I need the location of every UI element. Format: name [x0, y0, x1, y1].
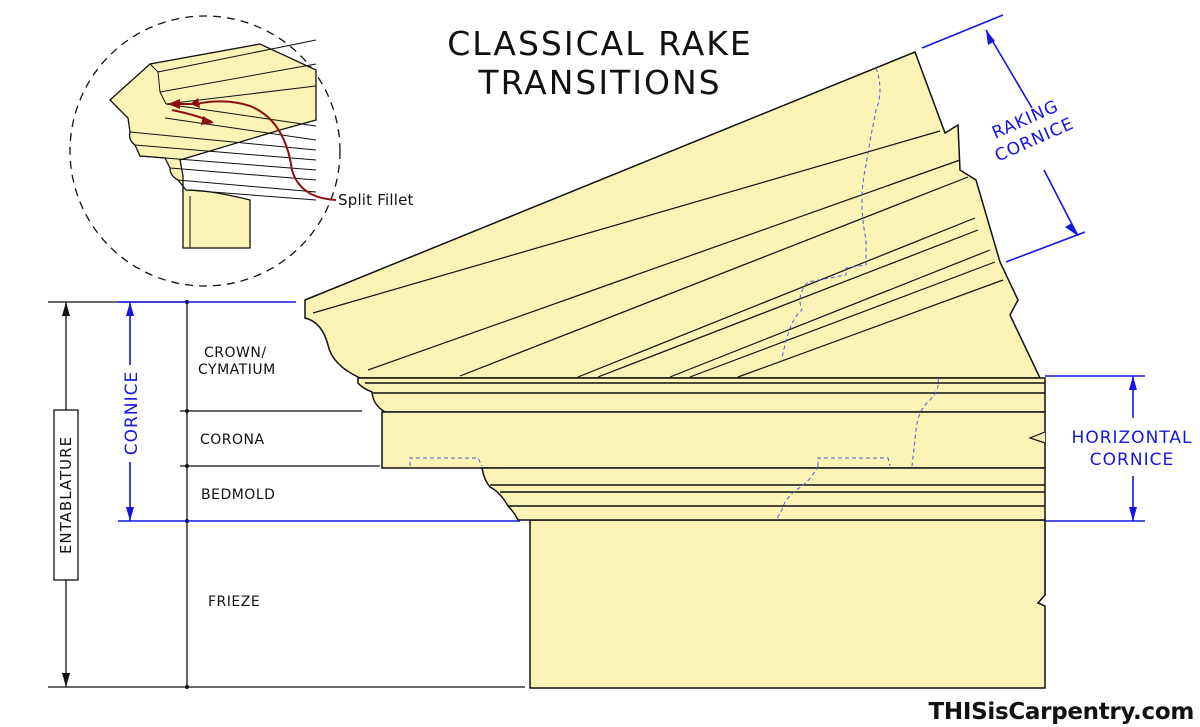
horizontal-cornice-label: HORIZONTAL CORNICE	[1064, 427, 1200, 471]
corona-label: CORONA	[200, 432, 265, 448]
cornice-label: CORNICE	[122, 370, 142, 456]
entablature-label: ENTABLATURE	[57, 435, 75, 555]
title-line-2: TRANSITIONS	[478, 63, 722, 102]
blue-arrowheads	[126, 30, 1137, 521]
frieze-block	[529, 519, 1046, 689]
entablature-label-box	[53, 409, 79, 581]
hidden-profile-lines	[409, 67, 939, 521]
title-line-1: CLASSICAL RAKE	[447, 24, 753, 63]
frieze-label: FRIEZE	[208, 594, 261, 610]
raking-cornice	[304, 51, 1042, 379]
horizontal-cornice	[357, 377, 1046, 521]
site-watermark[interactable]: THISisCarpentry.com	[928, 699, 1195, 725]
bedmold-label: BEDMOLD	[201, 487, 276, 503]
crown-label: CROWN/	[204, 345, 267, 361]
split-fillet-label: Split Fillet	[338, 191, 414, 209]
raking-profile-lines	[312, 130, 1004, 378]
detail-inset	[69, 15, 341, 287]
horizontal-label-line-1: HORIZONTAL	[1071, 428, 1193, 448]
blue-dimensions	[118, 14, 1145, 522]
break-marks	[1028, 431, 1046, 595]
cymatium-label: CYMATIUM	[198, 362, 276, 378]
horizontal-label-line-2: CORNICE	[1089, 450, 1175, 470]
dimension-arrows-left	[62, 300, 189, 689]
